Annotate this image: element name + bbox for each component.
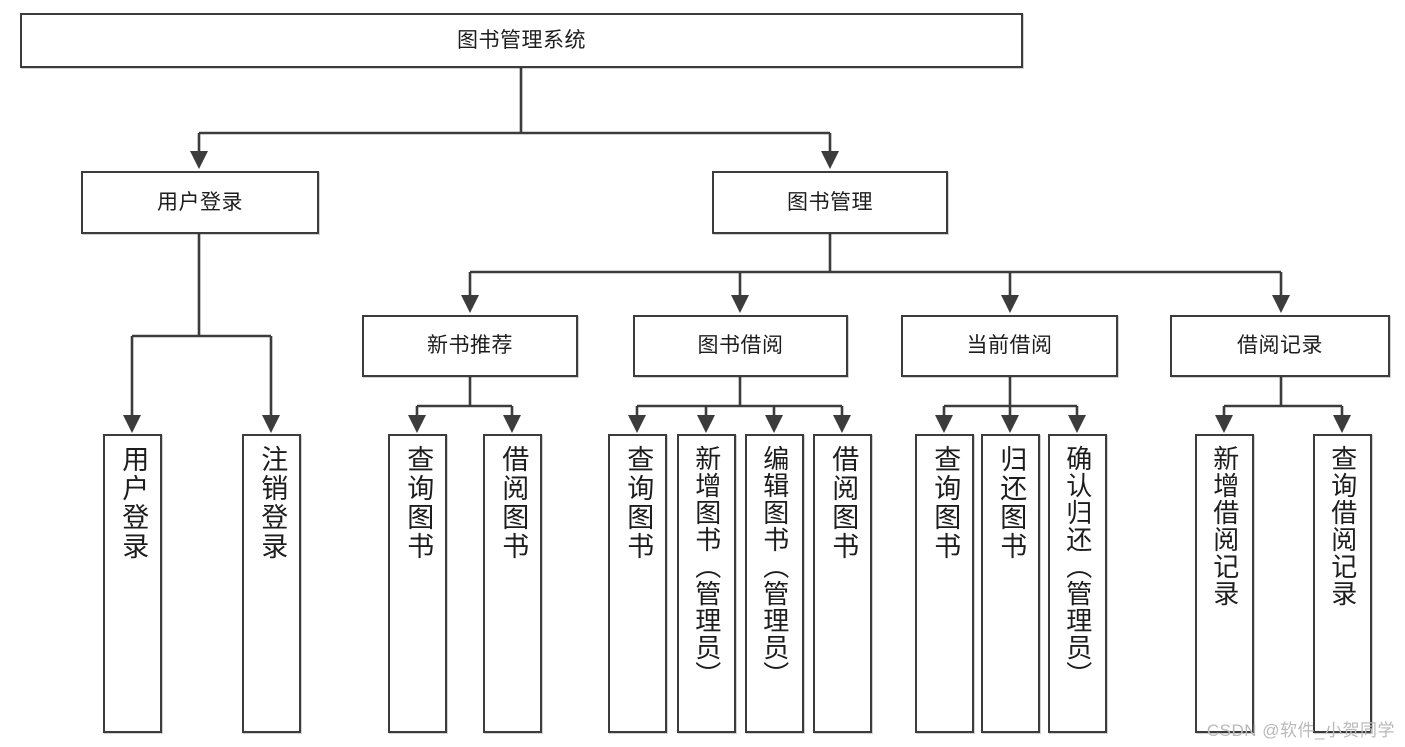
leaf-borrow-record-2[interactable]: 查询借阅记录 (1313, 434, 1372, 733)
node-book-borrow[interactable]: 图书借阅 (633, 315, 848, 377)
leaf-book-borrow-4[interactable]: 借阅图书 (813, 434, 872, 733)
leaf-book-borrow-3[interactable]: 编辑图书（管理员） (745, 434, 804, 733)
leaf-book-borrow-3-label: 编辑图书（管理员） (759, 445, 790, 688)
leaf-current-borrow-3[interactable]: 确认归还（管理员） (1048, 434, 1107, 733)
leaf-current-borrow-1-label: 查询图书 (930, 445, 961, 561)
leaf-borrow-record-1-label: 新增借阅记录 (1209, 445, 1240, 607)
leaf-current-borrow-1[interactable]: 查询图书 (915, 434, 974, 733)
node-user-login-label: 用户登录 (157, 190, 243, 214)
node-book-borrow-label: 图书借阅 (697, 334, 784, 358)
node-borrow-record[interactable]: 借阅记录 (1170, 315, 1390, 377)
node-new-book-recommend-label: 新书推荐 (427, 334, 513, 358)
leaf-book-borrow-2-label: 新增图书（管理员） (691, 445, 722, 688)
leaf-book-borrow-1[interactable]: 查询图书 (608, 434, 667, 733)
leaf-current-borrow-3-label: 确认归还（管理员） (1062, 445, 1093, 688)
node-new-book-recommend[interactable]: 新书推荐 (362, 315, 578, 377)
leaf-book-borrow-1-label: 查询图书 (623, 445, 654, 561)
node-root-label: 图书管理系统 (457, 28, 586, 52)
leaf-user-login-2-label: 注销登录 (257, 445, 288, 561)
leaf-user-login-1[interactable]: 用户登录 (103, 434, 162, 733)
leaf-new-book-2-label: 借阅图书 (498, 445, 529, 561)
leaf-borrow-record-1[interactable]: 新增借阅记录 (1195, 434, 1254, 733)
node-current-borrow-label: 当前借阅 (966, 334, 1053, 358)
node-current-borrow[interactable]: 当前借阅 (901, 315, 1118, 377)
leaf-user-login-2[interactable]: 注销登录 (242, 434, 301, 733)
leaf-new-book-1[interactable]: 查询图书 (388, 434, 447, 733)
node-borrow-record-label: 借阅记录 (1237, 334, 1323, 358)
leaf-new-book-1-label: 查询图书 (403, 445, 434, 561)
leaf-current-borrow-2-label: 归还图书 (996, 445, 1027, 561)
node-book-manage[interactable]: 图书管理 (712, 171, 948, 234)
leaf-book-borrow-2[interactable]: 新增图书（管理员） (677, 434, 736, 733)
node-root[interactable]: 图书管理系统 (20, 13, 1023, 68)
leaf-current-borrow-2[interactable]: 归还图书 (981, 434, 1040, 733)
leaf-user-login-1-label: 用户登录 (118, 445, 149, 561)
leaf-borrow-record-2-label: 查询借阅记录 (1327, 445, 1358, 607)
node-user-login[interactable]: 用户登录 (81, 171, 319, 234)
leaf-book-borrow-4-label: 借阅图书 (828, 445, 859, 561)
node-book-manage-label: 图书管理 (787, 190, 873, 214)
leaf-new-book-2[interactable]: 借阅图书 (483, 434, 542, 733)
